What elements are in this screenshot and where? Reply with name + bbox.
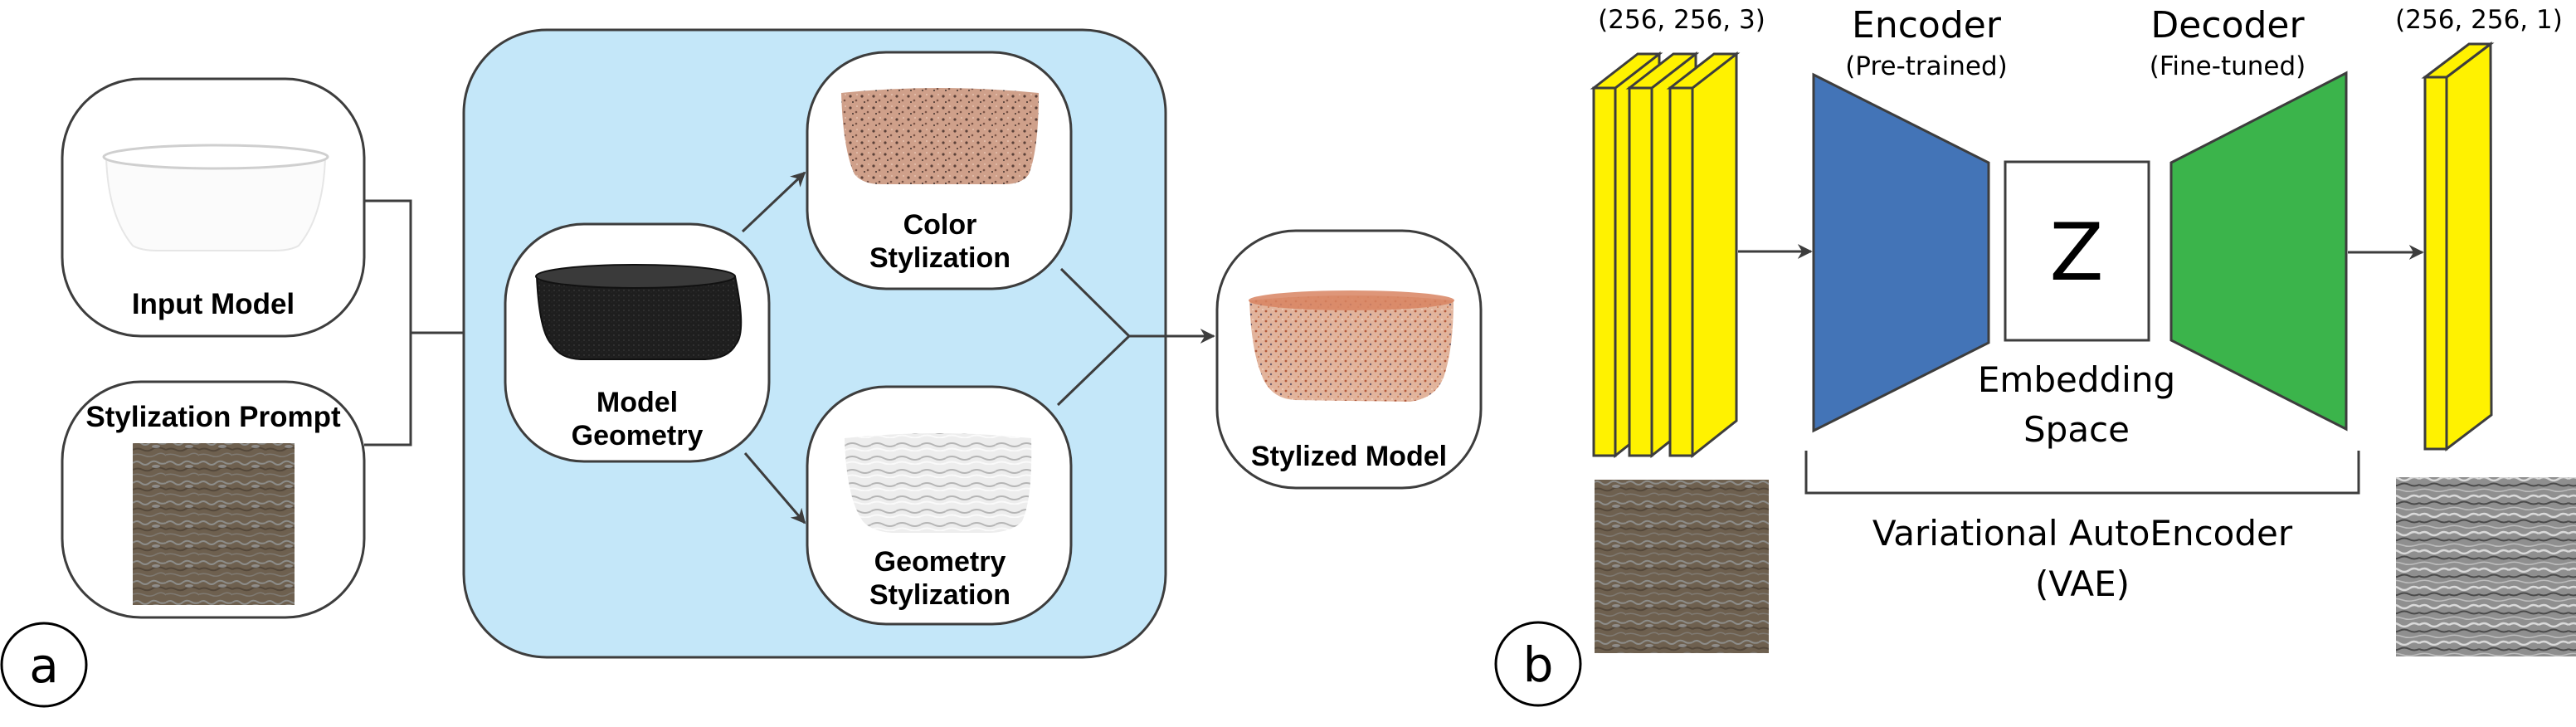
white-basket-icon [845, 433, 1032, 533]
rock-texture-image [133, 443, 295, 605]
color-stylization-label-line2: Stylization [869, 242, 1010, 274]
stylized-basket-icon [1249, 295, 1454, 402]
geometry-stylization-label-line1: Geometry [874, 546, 1006, 578]
model-geometry-node[interactable]: Model Geometry [504, 222, 771, 463]
model-geometry-label-line2: Geometry [572, 420, 704, 451]
input-shape-label: (256, 256, 3) [1598, 5, 1765, 35]
color-stylization-node[interactable]: Color Stylization [806, 51, 1073, 290]
arrow-to-color-stylization [741, 171, 806, 233]
stylized-model-label: Stylized Model [1251, 441, 1447, 472]
embedding-label-line1: Embedding [1978, 359, 2175, 400]
geometry-stylization-label-line2: Stylization [869, 579, 1010, 611]
input-model-node[interactable]: Input Model [61, 77, 366, 338]
black-bathtub-icon [535, 264, 743, 360]
encoder-block[interactable] [1812, 72, 1990, 433]
part-a: Input Model Stylization Prompt Model Geo… [0, 28, 1483, 708]
vae-label-line2: (VAE) [2035, 564, 2130, 604]
output-heightmap-image [2396, 477, 2576, 656]
latent-z-box[interactable] [2004, 160, 2150, 342]
model-geometry-label-line1: Model [597, 387, 678, 418]
part-b: (256, 256, 3) Encoder (Pre-trained) [1494, 4, 2576, 707]
panel-label-a-text: a [29, 637, 59, 694]
panel-label-a: a [0, 622, 88, 708]
output-shape-label: (256, 256, 1) [2395, 5, 2563, 35]
white-bathtub-icon [102, 144, 329, 251]
panel-label-b-text: b [1523, 637, 1554, 693]
geometry-stylization-node[interactable]: Geometry Stylization [806, 385, 1073, 626]
encoder-subtitle: (Pre-trained) [1845, 51, 2008, 81]
color-stylization-label-line1: Color [903, 209, 977, 241]
decoder-subtitle: (Fine-tuned) [2150, 51, 2306, 81]
stylization-prompt-label: Stylization Prompt [85, 401, 341, 433]
latent-z-symbol: Z [2049, 207, 2103, 299]
input-merge-connector [364, 199, 412, 446]
embedding-label-line2: Space [2023, 409, 2130, 450]
vae-label-line1: Variational AutoEncoder [1872, 513, 2293, 554]
vae-bracket [1804, 451, 2360, 495]
arrow-to-geometry-stylization [743, 452, 806, 525]
input-slab-3 [1666, 51, 1741, 459]
input-tensor-slabs [1590, 51, 1741, 459]
stylization-prompt-node[interactable]: Stylization Prompt [61, 380, 366, 619]
input-texture-image [1595, 480, 1769, 653]
decoder-title: Decoder [2150, 4, 2305, 46]
input-model-label: Input Model [132, 288, 295, 320]
decoder-block[interactable] [2169, 71, 2348, 432]
encoder-title: Encoder [1852, 4, 2002, 46]
panel-label-b: b [1494, 621, 1582, 707]
stylized-model-node[interactable]: Stylized Model [1215, 229, 1483, 490]
granite-tub-icon [841, 88, 1039, 184]
output-tensor-slab [2421, 41, 2495, 452]
